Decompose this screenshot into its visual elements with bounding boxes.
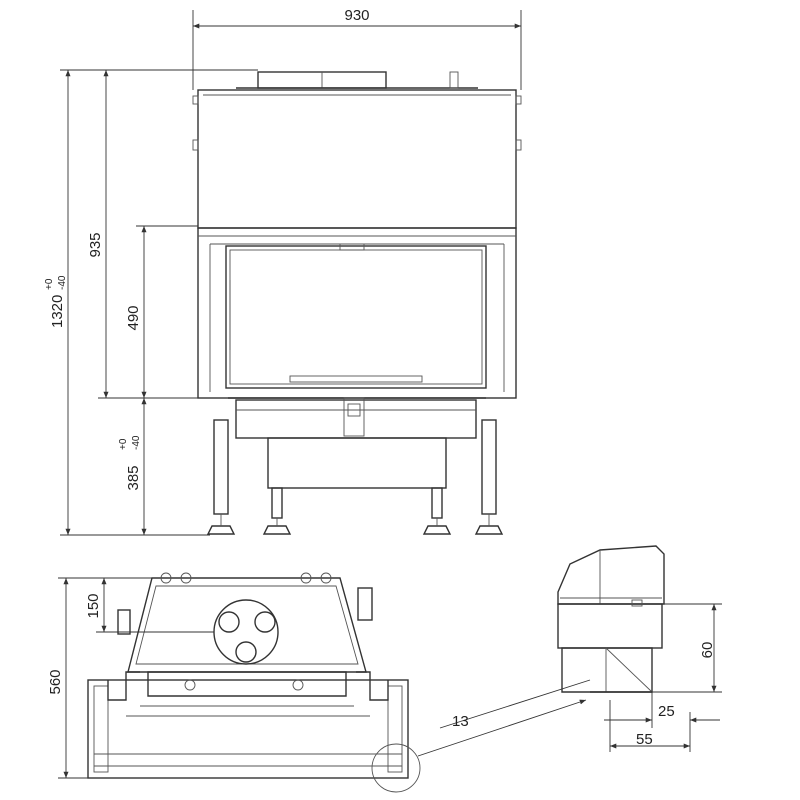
dim-detail-w1: 25: [604, 692, 720, 728]
dim-detail-w1-label: 25: [658, 703, 675, 720]
dim-total-height-tol-lower: -40: [57, 275, 68, 290]
glass-door: [225, 245, 487, 389]
dim-depth-label: 560: [47, 669, 64, 694]
upper-hood: [197, 89, 517, 229]
dim-detail-height-label: 60: [699, 642, 716, 659]
dim-total-height: 1320 +0 -40: [44, 69, 258, 536]
detail-view: [557, 545, 665, 693]
dim-detail-w2-label: 55: [636, 731, 653, 748]
dim-detail-w2: 55: [609, 700, 691, 752]
glass-panel: [229, 249, 483, 385]
front-view: [192, 71, 522, 535]
dim-leg-height-tol-upper: +0: [118, 438, 129, 450]
top-view-frame: [87, 679, 409, 779]
dim-leg-height-label: 385: [125, 465, 142, 490]
dim-leg-height: 385 +0 -40: [118, 398, 147, 535]
door-handle-bar: [289, 375, 423, 383]
dim-callout: 13: [417, 679, 591, 757]
dim-leg-height-tol-lower: -40: [131, 435, 142, 450]
dim-detail-height: 60: [652, 603, 722, 693]
dim-main-height: 935: [87, 70, 198, 399]
bottom-grill: [235, 399, 477, 439]
dim-total-height-tol-upper: +0: [44, 278, 55, 290]
air-control: [343, 397, 365, 437]
dim-total-height-label: 1320: [49, 295, 66, 328]
dim-flue-offset-label: 150: [85, 593, 102, 618]
dim-main-height-label: 935: [87, 232, 104, 257]
dim-glass-height: 490: [125, 225, 198, 398]
legs: [206, 419, 504, 535]
dim-glass-height-label: 490: [125, 305, 142, 330]
dim-flue-offset: 150: [85, 578, 214, 633]
dim-width-label: 930: [344, 7, 369, 24]
dim-width: 930: [192, 7, 522, 90]
dim-callout-label: 13: [452, 713, 469, 730]
top-view-body: [127, 577, 367, 673]
top-view: [87, 572, 421, 793]
dim-depth: 560: [47, 577, 152, 779]
detail-circle: [371, 743, 421, 793]
base-box: [267, 437, 447, 489]
firebox-frame: [197, 227, 517, 399]
